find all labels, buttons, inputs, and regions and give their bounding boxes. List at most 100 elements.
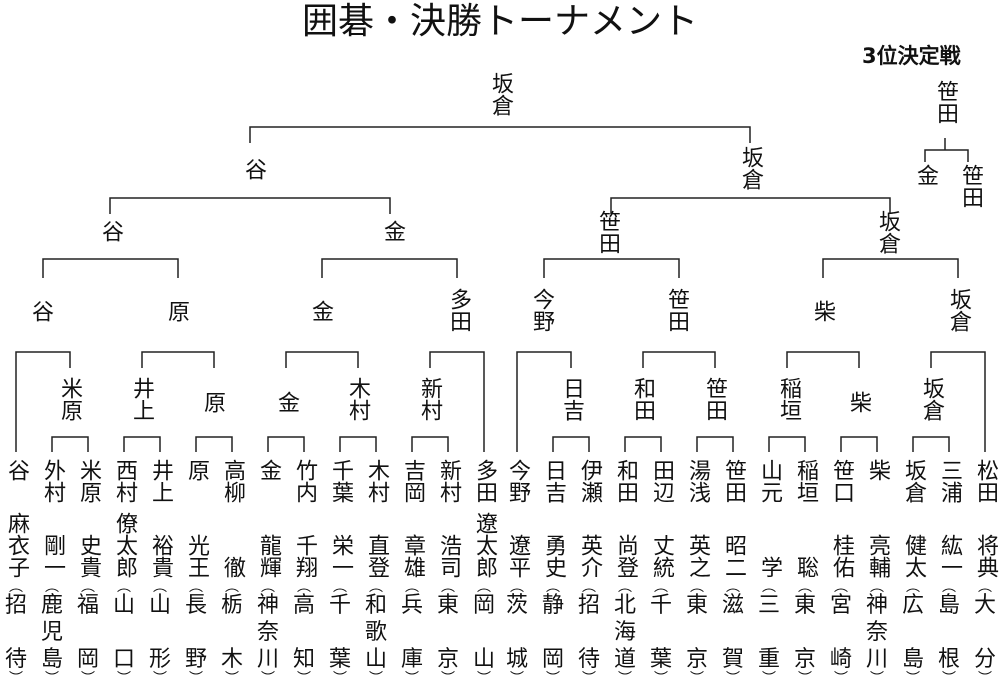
player-given-name: 紘一	[937, 534, 962, 578]
player-surname: 伊瀬	[577, 459, 602, 503]
r3-winner-label: 今野	[529, 288, 554, 332]
prefecture-char: 島	[901, 647, 924, 672]
player-given-name: 丈統	[649, 534, 674, 578]
close-paren: ︶	[618, 671, 632, 687]
semi-line-right	[610, 197, 891, 214]
r2-winner-label: 井上	[129, 377, 154, 421]
player-surname: 坂倉	[901, 459, 926, 503]
prefecture-char: 賀	[721, 647, 744, 672]
prefecture-chars: 鹿児島	[41, 594, 63, 672]
r2-line	[786, 351, 860, 368]
r3-winner-label: 金	[308, 300, 333, 322]
final-line	[249, 126, 751, 143]
open-paren: ︵	[762, 579, 776, 595]
close-paren: ︶	[798, 671, 812, 687]
player-entry: 新村浩司︵東京︶	[433, 0, 463, 687]
prefecture-char: 三	[757, 593, 780, 618]
player-surname: 西村	[112, 459, 137, 503]
r1-line	[123, 436, 161, 452]
r3-winner-label: 柴	[810, 300, 835, 322]
prefecture-char: 岡	[472, 593, 495, 618]
player-entry: 伊瀬英介︵招待︶	[574, 0, 604, 687]
player-given-name: 僚太郎	[112, 512, 137, 578]
r2-line	[642, 351, 716, 368]
open-paren: ︵	[153, 579, 167, 595]
player-surname: 今野	[505, 459, 530, 503]
close-paren: ︶	[690, 671, 704, 687]
prefecture-char: 栃	[220, 593, 243, 618]
player-given-name: 栄一	[328, 534, 353, 578]
r3-winner-label: 多田	[446, 288, 471, 332]
prefecture-chars: 広島	[902, 594, 924, 672]
player-surname: 湯浅	[685, 459, 710, 503]
open-paren: ︵	[477, 579, 491, 595]
r1-line	[840, 436, 878, 452]
player-entry: 多田遼太郎︵岡山︶	[469, 0, 499, 687]
r3-line	[822, 258, 959, 278]
prefecture-char: 庫	[400, 647, 423, 672]
player-given-name: 英之	[685, 534, 710, 578]
player-given-name: 裕貴	[148, 534, 173, 578]
player-given-name: 浩司	[436, 534, 461, 578]
player-surname: 原	[184, 459, 209, 481]
open-paren: ︵	[690, 579, 704, 595]
r4-winner-label: 笹田	[595, 210, 620, 254]
prefecture-char: 木	[220, 647, 243, 672]
close-paren: ︶	[906, 671, 920, 687]
prefecture-char: 山	[472, 647, 495, 672]
prefecture-chars: 島根	[938, 594, 960, 672]
player-prefecture: ︵福岡︶	[73, 580, 103, 686]
player-entry: 和田尚登︵北海道︶	[610, 0, 640, 687]
open-paren: ︵	[405, 579, 419, 595]
close-paren: ︶	[582, 671, 596, 687]
player-prefecture: ︵鹿児島︶	[37, 580, 67, 686]
prefecture-char: 根	[937, 647, 960, 672]
r1-line	[411, 436, 449, 452]
prefecture-char: 鹿	[40, 593, 63, 618]
player-prefecture: ︵千葉︶	[325, 580, 355, 686]
player-prefecture: ︵神奈川︶	[862, 580, 892, 686]
prefecture-char: 川	[865, 647, 888, 672]
prefecture-char: 口	[112, 647, 135, 672]
prefecture-char: 長	[184, 593, 207, 618]
player-given-name: 徹	[220, 556, 245, 578]
player-given-name: 健太	[901, 534, 926, 578]
player-prefecture: ︵招待︶	[574, 580, 604, 686]
prefecture-char: 島	[40, 647, 63, 672]
prefecture-char: 広	[901, 593, 924, 618]
prefecture-char: 待	[577, 647, 600, 672]
prefecture-chars: 滋賀	[722, 594, 744, 672]
third-place-winner: 笹田	[933, 80, 958, 124]
open-paren: ︵	[834, 579, 848, 595]
prefecture-char: 招	[4, 593, 27, 618]
open-paren: ︵	[297, 579, 311, 595]
semi-winner-label: 谷	[241, 158, 266, 180]
player-surname: 三浦	[937, 459, 962, 503]
open-paren: ︵	[978, 579, 992, 595]
player-prefecture: ︵兵庫︶	[397, 580, 427, 686]
open-paren: ︵	[81, 579, 95, 595]
player-prefecture: ︵島根︶	[934, 580, 964, 686]
close-paren: ︶	[369, 671, 383, 687]
player-entry: 高柳徹︵栃木︶	[217, 0, 247, 687]
r2-winner-label: 原	[200, 391, 225, 413]
close-paren: ︶	[81, 671, 95, 687]
player-surname: 稲垣	[793, 459, 818, 503]
open-paren: ︵	[582, 579, 596, 595]
prefecture-char: 待	[4, 647, 27, 672]
open-paren: ︵	[225, 579, 239, 595]
prefecture-char: 分	[973, 647, 996, 672]
open-paren: ︵	[9, 579, 23, 595]
player-entry: 笹田昭二︵滋賀︶	[718, 0, 748, 687]
player-given-name: 龍輝	[256, 534, 281, 578]
prefecture-chars: 大分	[974, 594, 996, 672]
close-paren: ︶	[942, 671, 956, 687]
prefecture-chars: 神奈川	[866, 594, 888, 672]
prefecture-char: 千	[328, 593, 351, 618]
r3-line	[543, 258, 680, 278]
prefecture-char: 形	[148, 647, 171, 672]
player-prefecture: ︵山口︶	[109, 580, 139, 686]
close-paren: ︶	[762, 671, 776, 687]
r2-winner-label: 笹田	[702, 377, 727, 421]
open-paren: ︵	[45, 579, 59, 595]
